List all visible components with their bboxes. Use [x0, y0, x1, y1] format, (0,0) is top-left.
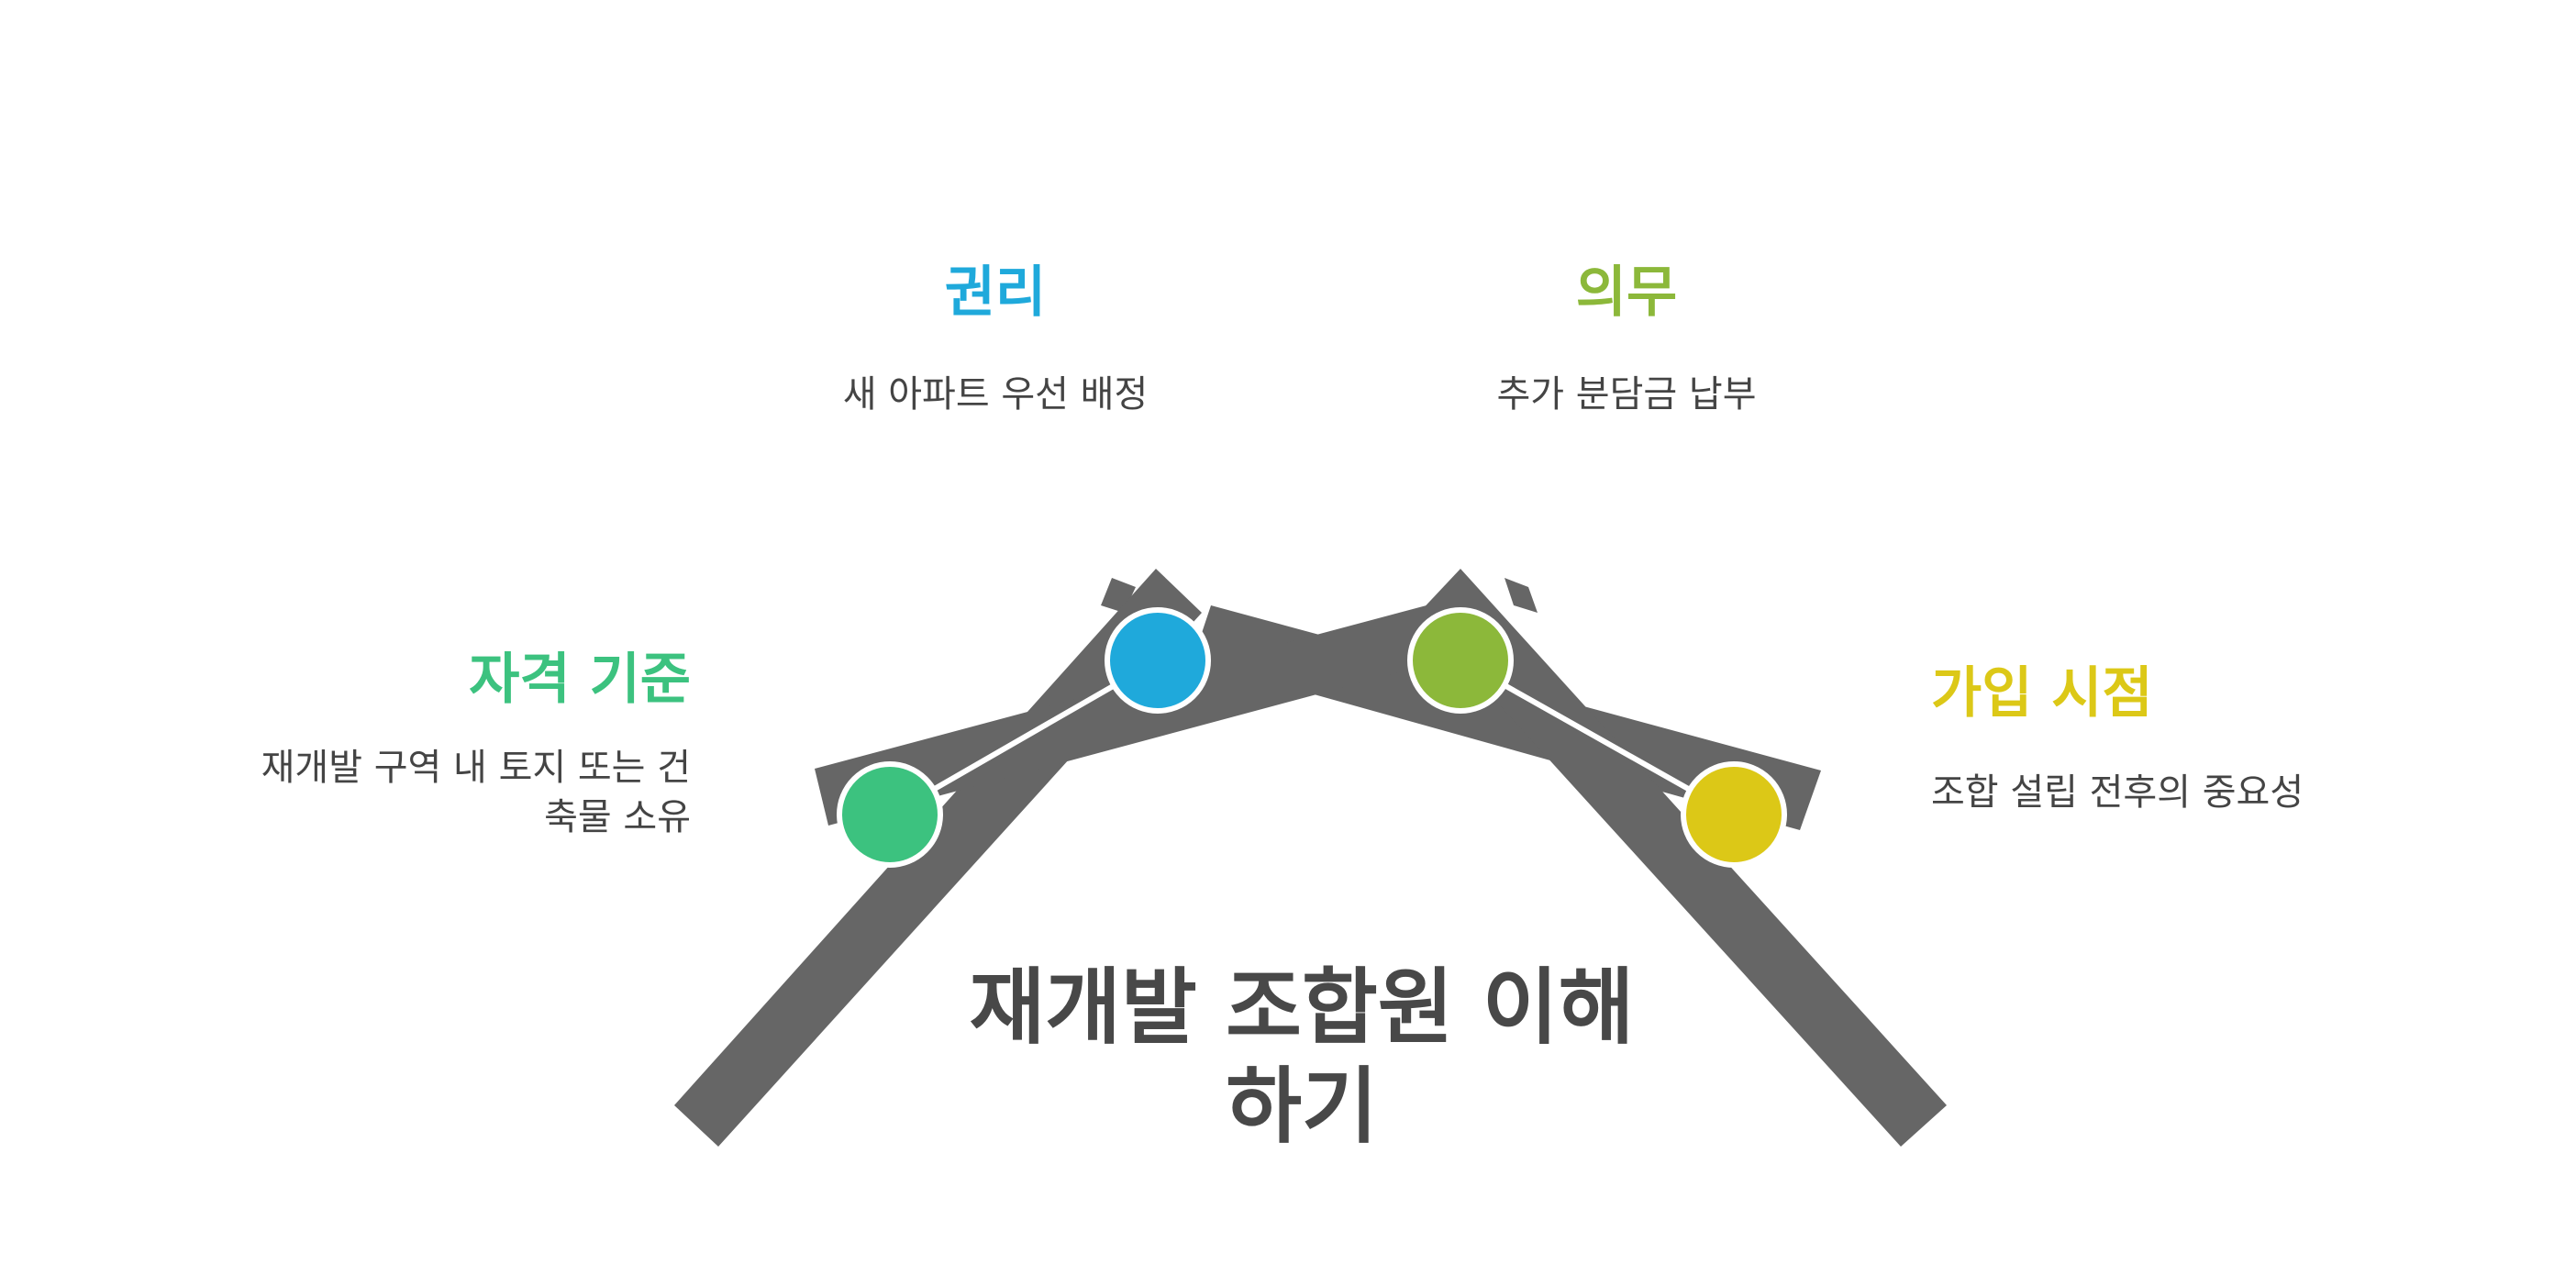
- rights-heading: 권리: [944, 261, 1047, 325]
- rights-description: 새 아파트 우선 배정: [842, 373, 1149, 416]
- duties-heading: 의무: [1575, 261, 1678, 325]
- eligibility-description: 재개발 구역 내 토지 또는 건축물 소유: [261, 747, 691, 838]
- timing-heading: 가입 시점: [1931, 661, 2153, 726]
- duties-description: 추가 분담금 납부: [1496, 373, 1757, 416]
- circle-marker-emerald: [837, 761, 943, 868]
- beam-accent-right: [1505, 578, 1538, 613]
- timing-description: 조합 설립 전후의 중요성: [1931, 771, 2304, 814]
- circle-marker-green: [1407, 607, 1514, 714]
- circle-marker-blue: [1105, 607, 1211, 714]
- circle-marker-yellow: [1681, 761, 1787, 868]
- diagram-title: 재개발 조합원 이해하기: [969, 959, 1635, 1155]
- eligibility-heading: 자격 기준: [469, 648, 691, 712]
